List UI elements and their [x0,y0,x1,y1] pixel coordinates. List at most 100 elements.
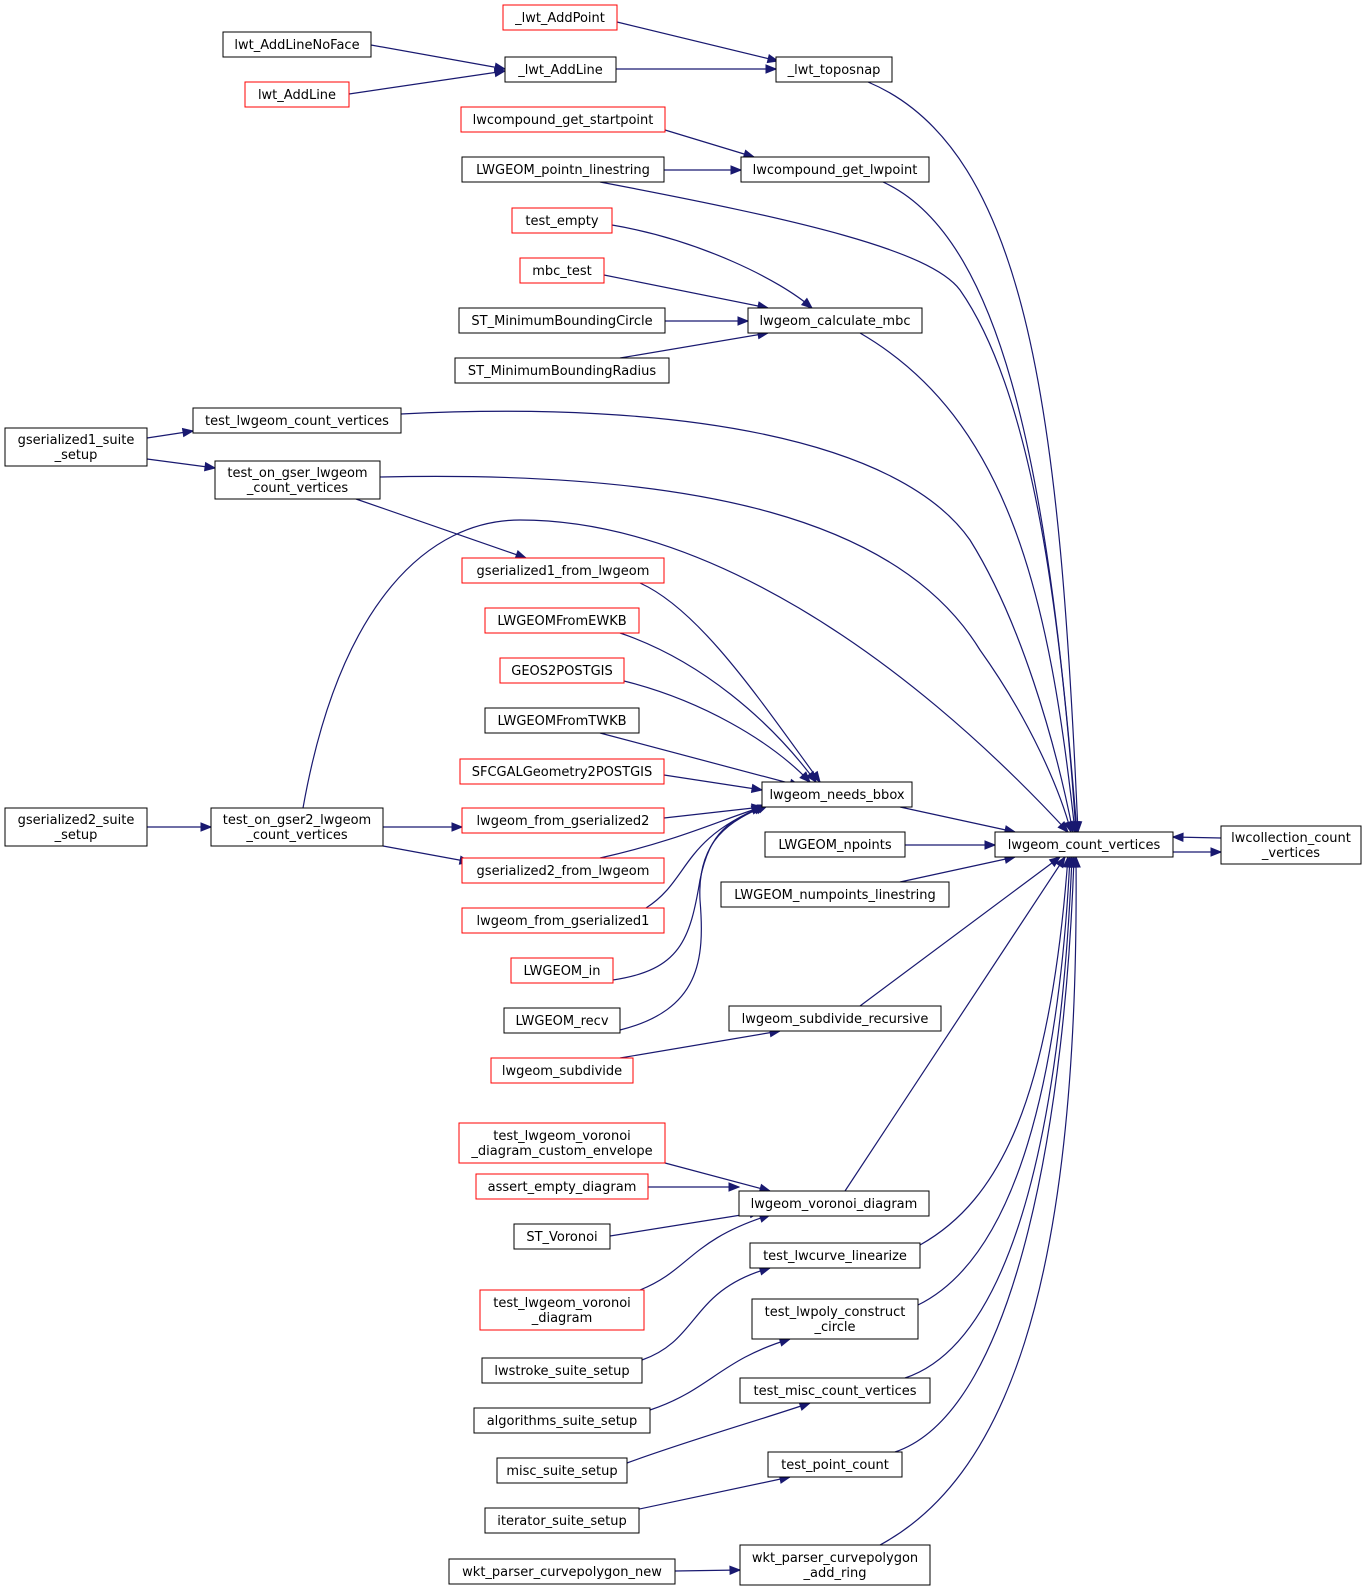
node-lwgeom-calculate-mbc[interactable]: lwgeom_calculate_mbc [747,307,923,334]
node-box [511,207,613,234]
node-lwt-addlinenoface[interactable]: lwt_AddLineNoFace [222,31,372,58]
edge-lwgeom-from-gserialized2-to-lwgeom-needs-bbox [663,803,764,819]
edge-line [663,806,763,819]
node-test-lwcurve-linearize[interactable]: test_lwcurve_linearize [749,1242,921,1269]
arrowhead [204,461,217,472]
node-lwgeom-npoints[interactable]: LWGEOM_npoints [764,831,906,858]
node-gserialized2-from-lwgeom[interactable]: gserialized2_from_lwgeom [461,857,665,884]
node-label: test_lwpoly_construct [765,1305,906,1320]
node-lwgeom-count-vertices[interactable]: lwgeom_count_vertices [994,831,1174,858]
node-label: misc_suite_setup [506,1464,617,1479]
edge-line [619,1030,781,1059]
node-lwstroke-suite-setup[interactable]: lwstroke_suite_setup [481,1357,643,1384]
node-lwgeom-needs-bbox[interactable]: lwgeom_needs_bbox [761,781,913,808]
node-lwgeom-pointn-linestring[interactable]: LWGEOM_pointn_linestring [461,156,665,183]
arrowhead [728,1182,741,1192]
node-label: gserialized1_from_lwgeom [477,564,650,579]
node-label: _vertices [1261,846,1320,861]
edge-line [899,856,1016,883]
edge-line [599,732,801,787]
node-test-empty[interactable]: test_empty [511,207,613,234]
node-box [460,106,666,133]
node-lwt-toposnap[interactable]: _lwt_toposnap [775,56,893,83]
edge-line [599,181,1077,833]
edge-lwcompound-get-startpoint-to-lwcompound-get-lwpoint [664,129,756,159]
node-st-minimumboundingradius[interactable]: ST_MinimumBoundingRadius [454,357,670,384]
node-test-on-gser-lwgeom-count-vertices[interactable]: test_on_gser_lwgeom_count_vertices [214,460,381,500]
node-gserialized2-suite-setup[interactable]: gserialized2_suite_setup [4,807,148,847]
node-label: lwgeom_count_vertices [1008,838,1161,853]
node-box [503,1007,621,1034]
node-misc-suite-setup[interactable]: misc_suite_setup [496,1457,628,1484]
node-box [459,758,665,785]
edge-line [879,856,1077,1546]
edge-st-minimumboundingcircle-to-lwgeom-calculate-mbc [665,316,750,326]
node-lwcompound-get-startpoint[interactable]: lwcompound_get_startpoint [460,106,666,133]
node-lwgeomfromtwkb[interactable]: LWGEOMFromTWKB [484,707,640,734]
arrowhead [1057,821,1069,833]
node-lwgeom-from-gserialized2[interactable]: lwgeom_from_gserialized2 [461,807,665,834]
node-algorithms-suite-setup[interactable]: algorithms_suite_setup [473,1407,651,1434]
node-st-minimumboundingcircle[interactable]: ST_MinimumBoundingCircle [458,307,666,334]
arrowhead [181,427,195,438]
edge-lwt-addline-u-to-lwt-toposnap [616,64,778,74]
node-iterator-suite-setup[interactable]: iterator_suite_setup [484,1507,640,1534]
node-lwt-addline[interactable]: lwt_AddLine [244,81,350,108]
node-lwgeom-numpoints-linestring[interactable]: LWGEOM_numpoints_linestring [720,881,950,908]
node-box [192,407,402,434]
arrowhead [493,67,507,78]
node-st-voronoi[interactable]: ST_Voronoi [513,1223,611,1250]
arrowhead [798,1401,812,1411]
node-lwgeom-subdivide[interactable]: lwgeom_subdivide [490,1057,634,1084]
node-wkt-parser-curvepolygon-add-ring[interactable]: wkt_parser_curvepolygon_add_ring [739,1544,931,1586]
node-lwgeom-subdivide-recursive[interactable]: lwgeom_subdivide_recursive [728,1005,942,1032]
node-label: assert_empty_diagram [488,1180,637,1195]
node-box [461,156,665,183]
edge-line [882,181,1078,833]
node-label: LWGEOM_pointn_linestring [476,163,650,178]
node-test-on-gser2-lwgeom-count-vertices[interactable]: test_on_gser2_lwgeom_count_vertices [210,807,384,847]
arrowhead [1048,856,1062,868]
node-test-lwgeom-count-vertices[interactable]: test_lwgeom_count_vertices [192,407,402,434]
node-sfcgalgeometry2postgis[interactable]: SFCGALGeometry2POSTGIS [459,758,665,785]
node-label: lwgeom_voronoi_diagram [751,1197,918,1212]
node-wkt-parser-curvepolygon-new[interactable]: wkt_parser_curvepolygon_new [448,1558,676,1585]
node-gserialized1-suite-setup[interactable]: gserialized1_suite_setup [4,427,148,467]
node-box [490,1057,634,1084]
node-test-misc-count-vertices[interactable]: test_misc_count_vertices [739,1377,931,1404]
node-label: _lwt_toposnap [787,63,881,78]
edge-line [382,845,471,863]
edge-assert-empty-diagram-to-lwgeom-voronoi-diagram [648,1182,741,1192]
node-box [481,1357,643,1384]
node-lwgeomfromewkb[interactable]: LWGEOMFromEWKB [484,607,640,634]
edge-line [355,498,527,559]
node-box [475,1173,649,1200]
node-label: wkt_parser_curvepolygon_new [462,1565,662,1580]
node-label: LWGEOMFromTWKB [497,714,626,729]
node-lwgeom-recv[interactable]: LWGEOM_recv [503,1007,621,1034]
node-test-point-count[interactable]: test_point_count [767,1451,903,1478]
node-lwgeom-voronoi-diagram[interactable]: lwgeom_voronoi_diagram [738,1190,930,1217]
edge-line [919,856,1069,1246]
node-lwcollection-count-vertices[interactable]: lwcollection_count_vertices [1220,825,1362,865]
node-test-lwpoly-construct-circle[interactable]: test_lwpoly_construct_circle [751,1298,919,1340]
node-gserialized1-from-lwgeom[interactable]: gserialized1_from_lwgeom [461,557,665,584]
node-geos2postgis[interactable]: GEOS2POSTGIS [499,657,625,684]
node-label: test_misc_count_vertices [753,1384,916,1399]
node-assert-empty-diagram[interactable]: assert_empty_diagram [475,1173,649,1200]
node-lwgeom-in[interactable]: LWGEOM_in [510,957,614,984]
arrowhead [799,771,811,783]
node-test-lwgeom-voronoi-diagram[interactable]: test_lwgeom_voronoi_diagram [479,1289,645,1331]
node-lwgeom-from-gserialized1[interactable]: lwgeom_from_gserialized1 [461,907,665,934]
node-lwt-addline-u[interactable]: _lwt_AddLine [504,56,617,83]
node-label: test_on_gser2_lwgeom [223,813,371,828]
node-lwcompound-get-lwpoint[interactable]: lwcompound_get_lwpoint [740,156,930,183]
node-mbc-test[interactable]: mbc_test [519,257,605,284]
node-box [454,357,670,384]
node-lwt-addpoint[interactable]: _lwt_AddPoint [502,4,618,31]
node-test-lwgeom-voronoi-diagram-custom-envelope[interactable]: test_lwgeom_voronoi_diagram_custom_envel… [458,1122,666,1164]
edge-line [629,1476,791,1512]
edge-lwt-toposnap-to-lwgeom-count-vertices [867,81,1083,834]
edge-test-empty-to-lwgeom-calculate-mbc [611,224,814,309]
node-label: LWGEOM_recv [515,1014,608,1029]
